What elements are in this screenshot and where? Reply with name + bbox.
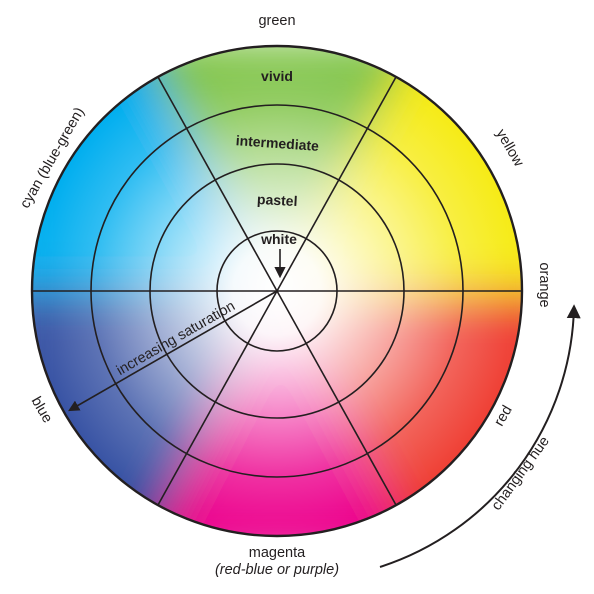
- hue-label-orange: orange: [536, 262, 552, 307]
- label-pastel: pastel: [257, 191, 298, 209]
- label-changing-hue: changing hue: [489, 434, 553, 514]
- label-vivid: vivid: [261, 68, 293, 84]
- divider-upper-right: [276, 76, 397, 292]
- hue-label-green: green: [258, 13, 295, 29]
- divider-lower-right: [276, 290, 397, 506]
- hue-label-magenta: magenta: [249, 545, 306, 561]
- divider-lower-left: [157, 290, 278, 506]
- label-intermediate: intermediate: [235, 132, 319, 154]
- hue-label-blue: blue: [28, 394, 56, 426]
- divider-upper-left: [157, 76, 278, 292]
- changing-hue-arrow: [379, 304, 581, 568]
- saturation-arrow: [68, 290, 278, 412]
- hue-label-yellow: yellow: [492, 127, 526, 170]
- hue-label-magenta-note: (red-blue or purple): [215, 562, 339, 578]
- hue-label-red: red: [491, 403, 515, 429]
- label-white: white: [260, 231, 297, 247]
